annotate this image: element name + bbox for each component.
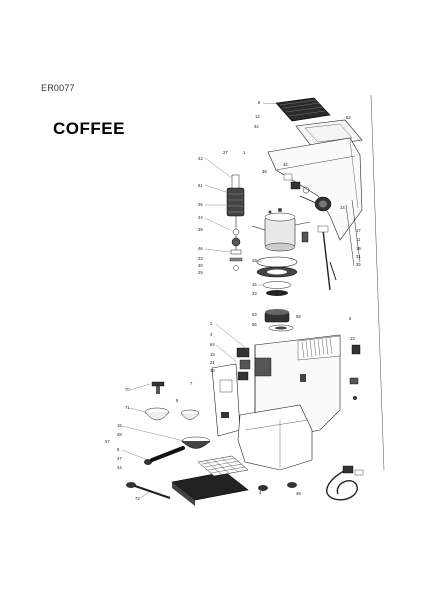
- callout-c33: 3: [210, 332, 213, 337]
- callout-c16: 30: [198, 263, 203, 268]
- callout-c48: 4: [259, 490, 262, 495]
- valve-parts: [229, 228, 243, 271]
- callout-c3: 12: [255, 114, 260, 119]
- callout-c27: 31: [356, 254, 361, 259]
- callout-c26: 19: [356, 246, 361, 251]
- callout-c28: 35: [356, 262, 361, 267]
- callout-c39: 71: [125, 405, 130, 410]
- callout-c10: 61: [198, 183, 203, 188]
- reference-line: [370, 94, 385, 471]
- callout-c15: 23: [198, 256, 203, 261]
- callout-c37: 10: [210, 368, 215, 373]
- callout-c14: 46: [198, 246, 203, 251]
- callout-c31: 13: [350, 336, 355, 341]
- callout-c8: 36: [262, 169, 267, 174]
- power-cord: [326, 465, 364, 501]
- callout-c46: 47: [117, 456, 122, 461]
- callout-c17: 29: [198, 270, 203, 275]
- callout-c5: 22: [198, 156, 203, 161]
- callout-c11: 26: [198, 202, 203, 207]
- drip-tray-grille: [197, 455, 249, 477]
- callout-c6: 27: [223, 150, 228, 155]
- group-head: [264, 309, 294, 332]
- callout-c50: 49: [296, 491, 301, 496]
- rubber-feet: [258, 482, 297, 491]
- callout-c40: 7: [190, 381, 193, 386]
- callout-c44: 67: [105, 439, 110, 444]
- switch-block: [236, 347, 251, 381]
- boiler-bracket: [345, 199, 361, 267]
- callout-c29: 14: [340, 205, 345, 210]
- callout-c38: 70: [125, 387, 130, 392]
- callout-c30: 5: [349, 316, 352, 321]
- steam-wand: [317, 225, 337, 291]
- tamper: [151, 381, 165, 394]
- callout-c23: 58: [296, 314, 301, 319]
- callout-c2: 62: [346, 115, 351, 120]
- cup-grille-top: [275, 97, 331, 122]
- side-parts: [349, 344, 361, 400]
- callout-c1: 6: [258, 100, 261, 105]
- callout-labels: 6 62 12 34 22 27 1 36 42 61 26 24 38 46 …: [105, 100, 361, 501]
- callout-c34: 64: [210, 342, 215, 347]
- callout-c41: 9: [176, 398, 179, 403]
- measuring-scoop: [126, 482, 171, 499]
- callout-c47: 44: [117, 465, 122, 470]
- callout-c13: 38: [198, 227, 203, 232]
- reservoir-box: [237, 404, 313, 471]
- group-head-gaskets: [256, 256, 298, 296]
- page-title: COFFEE: [53, 119, 125, 138]
- filter-basket-2: [180, 409, 200, 420]
- pump: [226, 174, 245, 250]
- callout-c20: 33: [252, 291, 257, 296]
- callout-c45: 8: [117, 447, 120, 452]
- callout-c24: 17: [356, 228, 361, 233]
- callout-c9: 42: [283, 162, 288, 167]
- boiler: [251, 208, 311, 252]
- callout-c18: 28: [252, 258, 257, 263]
- callout-c4: 34: [254, 124, 259, 129]
- callout-c22: 56: [252, 322, 257, 327]
- document-code: ER0077: [41, 83, 75, 93]
- portafilter: [144, 436, 211, 465]
- callout-c32: 2: [210, 321, 213, 326]
- callout-c49: 72: [135, 496, 140, 501]
- filter-basket-1: [144, 407, 170, 421]
- callout-c43: 48: [117, 432, 122, 437]
- leader-lines: [121, 102, 279, 499]
- callout-c42: 16: [117, 423, 122, 428]
- callout-c21: 53: [252, 312, 257, 317]
- callout-c19: 15: [252, 282, 257, 287]
- callout-c35: 18: [210, 352, 215, 357]
- callout-c36: 21: [210, 360, 215, 365]
- steam-knob: [299, 186, 332, 212]
- callout-c7: 1: [243, 150, 246, 155]
- thermostat-fittings: [283, 173, 309, 243]
- drip-tray: [171, 471, 249, 506]
- callout-c12: 24: [198, 215, 203, 220]
- front-panel: [211, 363, 241, 437]
- callout-c25: 11: [356, 237, 361, 242]
